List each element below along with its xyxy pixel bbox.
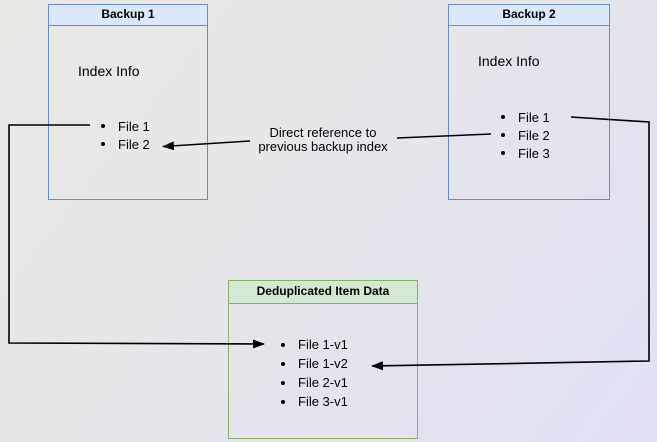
list-item: File 3-v1 — [281, 392, 348, 411]
bullet-icon — [281, 399, 285, 404]
file-label: File 3-v1 — [298, 394, 348, 409]
backup1-node: Backup 1 Index Info File 1 File 2 — [48, 4, 208, 200]
list-item: File 2 — [501, 126, 550, 144]
file-label: File 1-v1 — [298, 337, 348, 352]
list-item: File 1-v2 — [281, 354, 348, 373]
dedup-store-title: Deduplicated Item Data — [229, 281, 417, 304]
bullet-icon — [101, 142, 105, 146]
backup2-file-list: File 1 File 2 File 3 — [449, 108, 550, 162]
file-label: File 2 — [118, 136, 150, 152]
bullet-icon — [281, 361, 285, 366]
file-label: File 1-v2 — [298, 356, 348, 371]
list-item: File 1 — [101, 117, 150, 135]
direct-reference-annotation: Direct reference to previous backup inde… — [243, 126, 403, 154]
list-item: File 1-v1 — [281, 335, 348, 354]
file-label: File 2 — [518, 127, 550, 143]
bullet-icon — [501, 151, 505, 155]
file-label: File 1 — [118, 118, 150, 134]
file-label: File 1 — [518, 109, 550, 125]
backup1-title: Backup 1 — [49, 5, 207, 26]
dedup-store-node: Deduplicated Item Data File 1-v1 File 1-… — [228, 280, 418, 439]
bullet-icon — [281, 380, 285, 385]
file-label: File 3 — [518, 145, 550, 161]
annotation-line2: previous backup index — [258, 139, 388, 154]
backup2-node: Backup 2 Index Info File 1 File 2 File 3 — [448, 4, 610, 200]
bullet-icon — [101, 124, 105, 128]
backup1-index-info-label: Index Info — [78, 63, 140, 79]
list-item: File 2-v1 — [281, 373, 348, 392]
annotation-line1: Direct reference to — [269, 125, 377, 140]
backup2-index-info-label: Index Info — [478, 53, 540, 69]
list-item: File 1 — [501, 108, 550, 126]
list-item: File 3 — [501, 144, 550, 162]
bullet-icon — [501, 133, 505, 137]
file-label: File 2-v1 — [298, 375, 348, 390]
backup1-file-list: File 1 File 2 — [49, 117, 150, 153]
backup2-title: Backup 2 — [449, 5, 609, 26]
bullet-icon — [501, 115, 505, 119]
list-item: File 2 — [101, 135, 150, 153]
dedup-file-list: File 1-v1 File 1-v2 File 2-v1 File 3-v1 — [229, 335, 348, 411]
bullet-icon — [281, 342, 285, 347]
